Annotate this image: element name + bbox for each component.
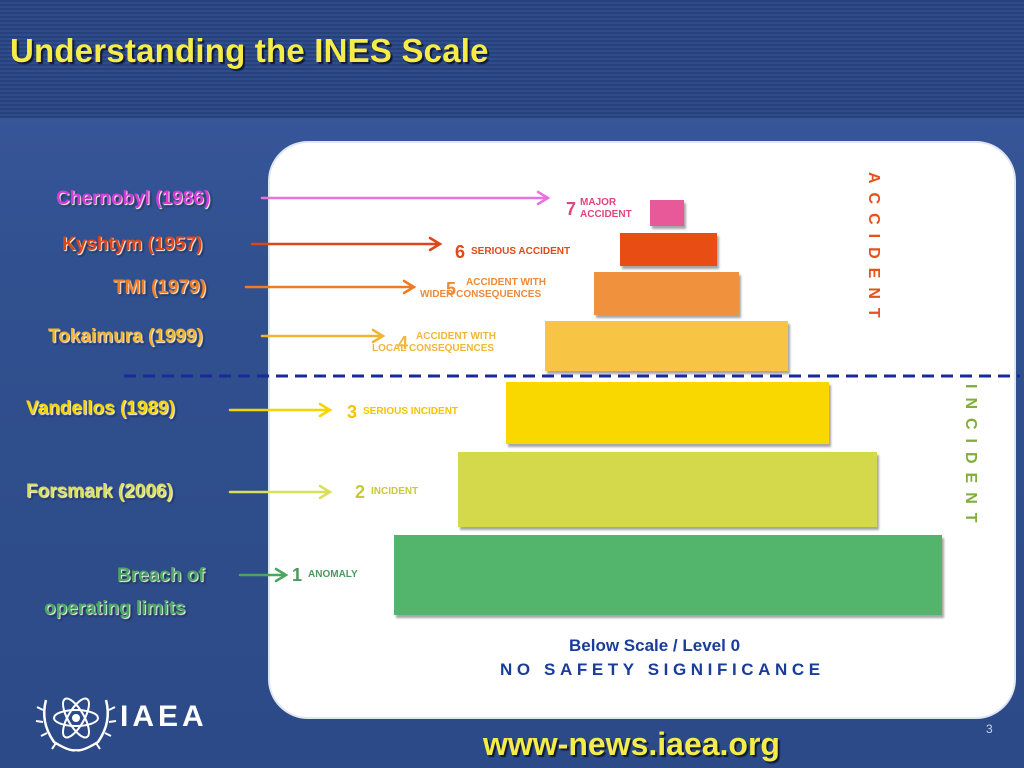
event-kyshtym: Kyshtym (1957) <box>62 234 203 255</box>
level-5-text: ACCIDENT WITH WIDER CONSEQUENCES <box>420 277 547 300</box>
level-6-bar <box>620 233 717 266</box>
level-5-number: 5 <box>446 279 457 299</box>
level-2-bar <box>458 452 877 527</box>
level-7-number: 7 <box>566 199 577 219</box>
level-6-number: 6 <box>455 242 466 262</box>
level-3-text: SERIOUS INCIDENT <box>363 406 459 417</box>
event-tokaimura: Tokaimura (1999) <box>48 326 203 347</box>
event-chernobyl: Chernobyl (1986) <box>56 188 211 209</box>
arrow-tokaimura <box>260 328 386 344</box>
level-6-text: SERIOUS ACCIDENT <box>471 246 571 257</box>
level-5-bar <box>594 272 739 315</box>
level-4-bar <box>545 321 788 371</box>
level-1-number: 1 <box>292 565 303 585</box>
event-tmi: TMI (1979) <box>113 277 206 298</box>
event-breach-line1: Breach of <box>117 565 205 586</box>
iaea-logo-text: IAEA <box>120 700 208 733</box>
level-2-label: 2 INCIDENT <box>355 483 418 501</box>
arrow-chernobyl <box>260 190 551 206</box>
event-forsmark: Forsmark (2006) <box>26 481 173 502</box>
level-7-text: MAJOR ACCIDENT <box>580 197 632 220</box>
level-3-label: 3 SERIOUS INCIDENT <box>347 403 458 421</box>
accident-side-label: ACCIDENT <box>865 172 882 327</box>
arrow-kyshtym <box>250 236 443 252</box>
level-1-label: 1 ANOMALY <box>292 566 358 584</box>
website-url[interactable]: www-news.iaea.org <box>483 726 780 762</box>
arrow-vandellos <box>228 402 333 418</box>
arrow-breach <box>238 567 289 583</box>
arrow-forsmark <box>228 484 333 500</box>
arrow-tmi <box>244 279 417 295</box>
event-vandellos: Vandellos (1989) <box>26 398 175 419</box>
title-bar <box>0 0 1024 118</box>
level-2-text: INCIDENT <box>371 486 419 497</box>
incident-side-label: INCIDENT <box>962 384 979 532</box>
level-4-text: ACCIDENT WITH LOCAL CONSEQUENCES <box>372 331 497 354</box>
level-4-number: 4 <box>398 333 409 353</box>
level-7-bar <box>650 200 684 226</box>
page-number: 3 <box>986 722 993 736</box>
slide-title: Understanding the INES Scale <box>10 32 489 69</box>
level-1-bar <box>394 535 942 615</box>
below-scale-subtitle: NO SAFETY SIGNIFICANCE <box>500 660 825 679</box>
event-breach-line2: operating limits <box>44 598 186 619</box>
level-1-text: ANOMALY <box>308 569 358 580</box>
level-3-bar <box>506 382 829 444</box>
below-scale-title: Below Scale / Level 0 <box>569 636 741 655</box>
level-6-label: 6 SERIOUS ACCIDENT <box>455 243 570 261</box>
level-2-number: 2 <box>355 482 366 502</box>
level-3-number: 3 <box>347 402 358 422</box>
